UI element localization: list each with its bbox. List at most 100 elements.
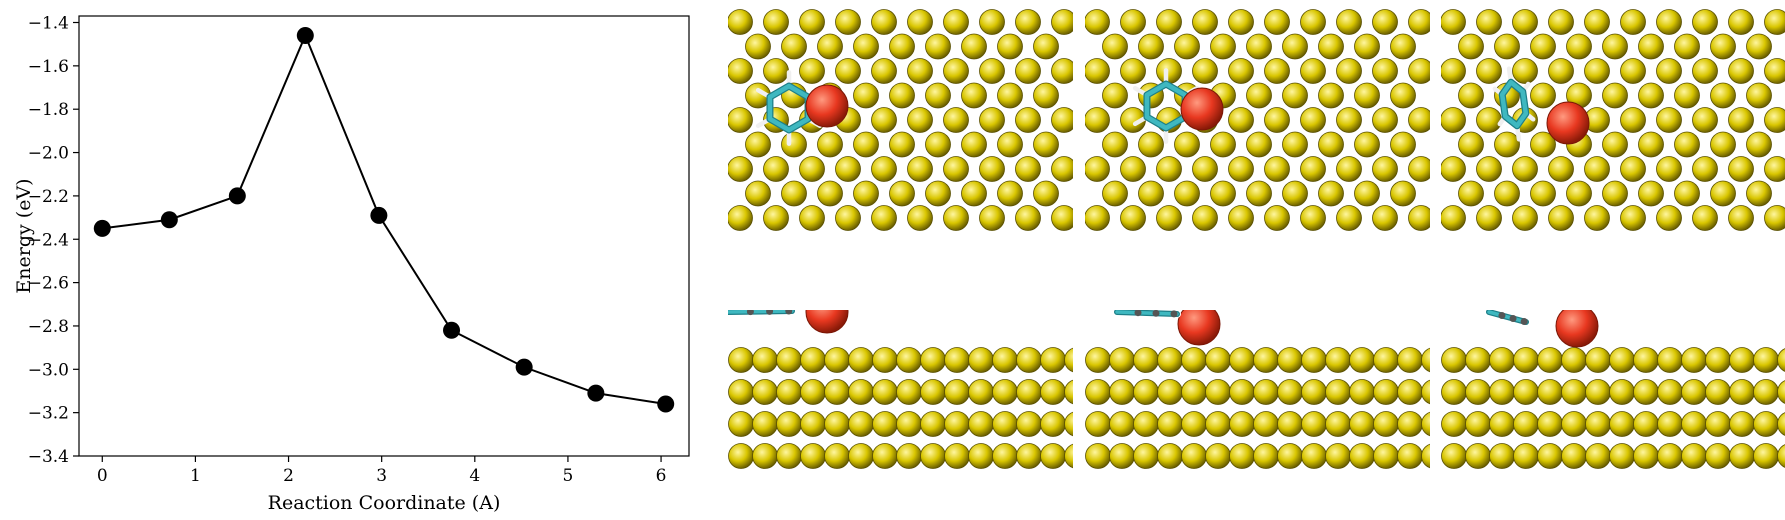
gold-atom xyxy=(1372,107,1398,133)
benzene-molecule xyxy=(1492,66,1536,142)
gold-atom xyxy=(1746,131,1772,158)
adsorbate-atom xyxy=(1546,101,1590,145)
gold-atom xyxy=(961,180,987,207)
gold-atom xyxy=(1548,156,1574,182)
gold-atom xyxy=(1537,411,1563,437)
gold-atom xyxy=(1174,33,1200,60)
gold-atom xyxy=(1692,107,1718,133)
gold-atom xyxy=(1246,131,1272,158)
gold-atom xyxy=(1638,180,1664,207)
gold-atom xyxy=(1229,347,1255,373)
gold-atom xyxy=(1354,33,1380,60)
gold-atom xyxy=(752,347,778,373)
gold-atom xyxy=(1602,180,1628,207)
gold-atom xyxy=(1282,180,1308,207)
y-tick-label: −2.6 xyxy=(28,274,69,294)
gold-atom xyxy=(1584,58,1610,84)
gold-atom xyxy=(1584,205,1610,231)
gold-atom xyxy=(763,58,789,84)
gold-atom xyxy=(871,107,897,133)
plot-area-frame xyxy=(78,15,690,457)
gold-atom xyxy=(745,131,771,158)
gold-atom xyxy=(1301,379,1327,405)
x-tick-label: 1 xyxy=(190,466,201,486)
gold-atom xyxy=(824,347,850,373)
gold-atom xyxy=(1157,379,1183,405)
gold-atom xyxy=(1705,347,1731,373)
gold-atom xyxy=(961,131,987,158)
gold-atom xyxy=(1681,379,1707,405)
energy-series xyxy=(93,27,675,413)
gold-atom xyxy=(1109,411,1135,437)
gold-atom xyxy=(1015,58,1041,84)
gold-atom xyxy=(1228,58,1254,84)
gold-atom xyxy=(1657,411,1683,437)
gold-atom xyxy=(1633,347,1659,373)
gold-atom xyxy=(1133,411,1159,437)
gold-atom xyxy=(1336,156,1362,182)
gold-atom xyxy=(1051,107,1073,133)
gold-atom xyxy=(1728,156,1754,182)
gold-atom xyxy=(1681,443,1707,469)
gold-atom xyxy=(1349,443,1375,469)
gold-atom xyxy=(1051,58,1073,84)
gold-atom xyxy=(1489,379,1515,405)
gold-atom xyxy=(1602,131,1628,158)
gold-atom xyxy=(1609,443,1635,469)
gold-atom xyxy=(728,107,753,133)
gold-atom xyxy=(1033,131,1059,158)
gold-atom xyxy=(1609,347,1635,373)
gold-atom xyxy=(1102,33,1128,60)
gold-atom xyxy=(1277,379,1303,405)
gold-atom xyxy=(1181,443,1207,469)
energy-point xyxy=(296,27,314,45)
gold-atom xyxy=(979,156,1005,182)
gold-atom xyxy=(1777,444,1785,468)
gold-atom xyxy=(1040,443,1066,469)
gold-atom xyxy=(1349,347,1375,373)
gold-atom xyxy=(1229,411,1255,437)
gold-atom xyxy=(992,379,1018,405)
gold-atom xyxy=(920,347,946,373)
gold-atom xyxy=(728,9,753,35)
x-tick-label: 4 xyxy=(469,466,480,486)
y-tick-label: −2.0 xyxy=(28,144,69,164)
gold-atom xyxy=(1192,156,1218,182)
gold-atom xyxy=(853,131,879,158)
gold-atom xyxy=(1120,205,1146,231)
gold-atom xyxy=(1674,180,1700,207)
gold-atom xyxy=(745,33,771,60)
gold-atom xyxy=(1301,347,1327,373)
gold-atom xyxy=(1753,347,1779,373)
gold-atom xyxy=(1638,33,1664,60)
gold-atom xyxy=(889,180,915,207)
gold-atom xyxy=(997,180,1023,207)
gold-atom xyxy=(1390,180,1416,207)
gold-atom xyxy=(800,379,826,405)
gold-atom xyxy=(889,131,915,158)
gold-atom xyxy=(1729,347,1755,373)
gold-atom xyxy=(1728,58,1754,84)
gold-atom xyxy=(943,205,969,231)
gold-atom xyxy=(728,411,754,437)
gold-atom xyxy=(728,443,754,469)
gold-atom xyxy=(1764,9,1785,35)
gold-atom xyxy=(1318,180,1344,207)
gold-atom xyxy=(1530,131,1556,158)
gold-atom xyxy=(1109,347,1135,373)
gold-atom xyxy=(1656,156,1682,182)
gold-atom xyxy=(1051,9,1073,35)
x-tick-label: 6 xyxy=(656,466,667,486)
gold-atom xyxy=(1228,205,1254,231)
gold-atom xyxy=(961,82,987,109)
gold-atom xyxy=(907,107,933,133)
gold-atom xyxy=(781,33,807,60)
gold-atom xyxy=(1710,82,1736,109)
gold-atom xyxy=(1692,58,1718,84)
energy-point xyxy=(228,187,246,205)
gold-atom xyxy=(1674,33,1700,60)
gold-atom xyxy=(871,156,897,182)
adsorbate-atom xyxy=(805,310,849,334)
gold-atom xyxy=(1264,156,1290,182)
